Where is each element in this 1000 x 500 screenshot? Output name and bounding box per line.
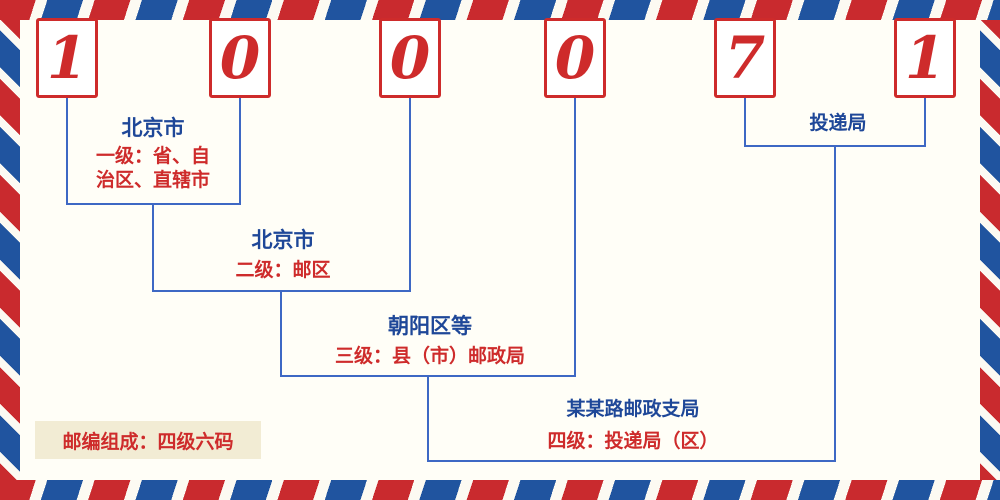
level3-desc: 三级：县（市）邮政局 [334, 345, 526, 367]
airmail-border-bottom [0, 480, 1000, 500]
level1-desc-line2: 治区、直辖市 [95, 169, 211, 191]
level4-name: 某某路邮政支局 [566, 398, 700, 420]
digit-box-4: 0 [544, 18, 606, 98]
connector-level4-left-vertical [427, 375, 429, 460]
digit-2: 0 [219, 24, 261, 92]
digit-6: 1 [904, 24, 946, 92]
level2-desc: 二级：邮区 [235, 259, 331, 281]
digit-1: 1 [46, 24, 88, 92]
connector-level2-left-vertical [152, 203, 154, 290]
connector-level4-right-vertical [834, 145, 836, 460]
digit-box-5: 7 [714, 18, 776, 98]
digit-5: 7 [724, 24, 766, 92]
connector-level1-right-vertical [239, 96, 241, 203]
composition-box: 邮编组成：四级六码 [35, 421, 261, 459]
connector-level5-right-vertical [924, 96, 926, 145]
connector-level5-left-vertical [744, 96, 746, 145]
level1-desc-line1: 一级：省、自 [95, 145, 211, 167]
connector-level3-right-vertical [574, 96, 576, 375]
digit-4: 0 [554, 24, 596, 92]
level4-desc: 四级：投递局（区） [547, 430, 719, 452]
connector-level1-left-vertical [66, 96, 68, 203]
airmail-border-top [0, 0, 1000, 20]
connector-level2-right-vertical [409, 96, 411, 290]
level2-name: 北京市 [251, 228, 315, 252]
level3-name: 朝阳区等 [388, 314, 472, 338]
digit-box-2: 0 [209, 18, 271, 98]
connector-level4-horizontal [427, 460, 836, 462]
digit-box-6: 1 [894, 18, 956, 98]
airmail-border-left [0, 0, 20, 500]
digit-3: 0 [389, 24, 431, 92]
connector-level5-horizontal [744, 145, 926, 147]
connector-level3-left-vertical [280, 290, 282, 375]
level5-name: 投递局 [809, 112, 867, 134]
level1-name: 北京市 [121, 116, 185, 140]
digit-box-3: 0 [379, 18, 441, 98]
composition-label: 邮编组成：四级六码 [62, 430, 234, 453]
digit-box-1: 1 [36, 18, 98, 98]
airmail-border-right [980, 0, 1000, 500]
